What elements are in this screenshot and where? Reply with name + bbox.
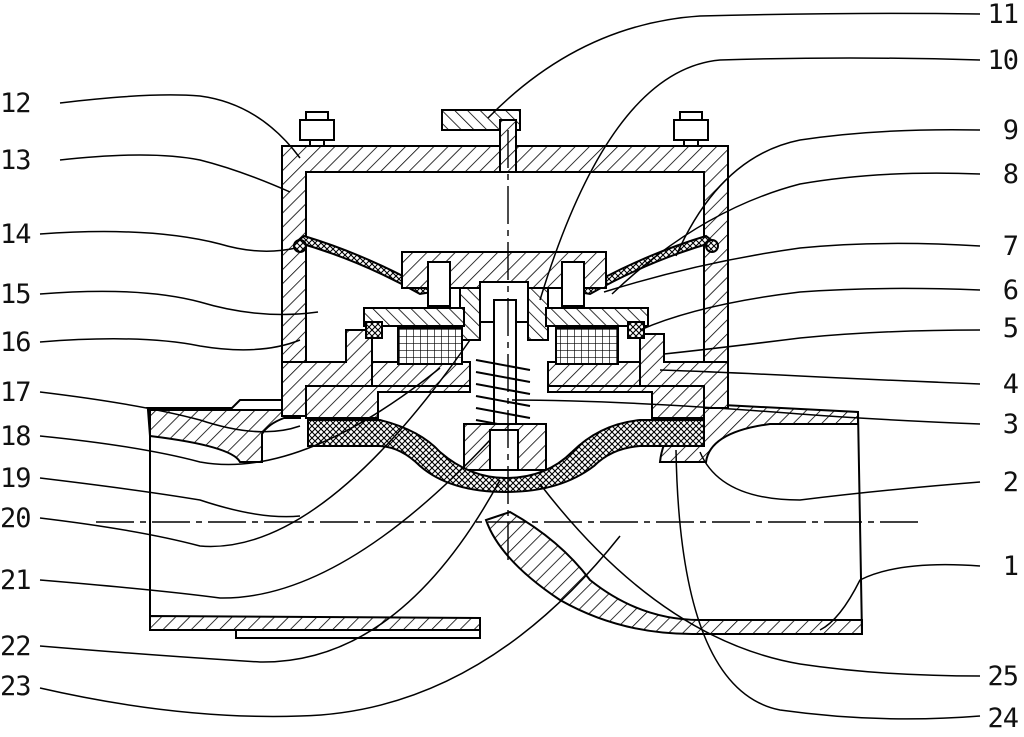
label-12: 12 <box>0 88 32 119</box>
label-16: 16 <box>0 327 32 358</box>
piston-block <box>401 251 607 341</box>
label-19: 19 <box>0 463 32 494</box>
label-5: 5 <box>1002 313 1019 344</box>
diaphragm-lower <box>307 419 705 494</box>
label-22: 22 <box>0 631 32 662</box>
label-7: 7 <box>1002 231 1019 262</box>
label-24: 24 <box>987 703 1019 734</box>
coil-windings <box>363 307 649 365</box>
label-14: 14 <box>0 219 32 250</box>
label-8: 8 <box>1002 159 1019 190</box>
bonnet-housing <box>281 145 729 419</box>
label-25: 25 <box>987 661 1019 692</box>
stem-and-spring <box>463 299 547 471</box>
label-9: 9 <box>1002 115 1019 146</box>
label-21: 21 <box>0 565 32 596</box>
label-15: 15 <box>0 279 32 310</box>
label-13: 13 <box>0 145 32 176</box>
leader-lines <box>39 12 981 720</box>
label-10: 10 <box>987 45 1019 76</box>
bolts <box>299 111 709 146</box>
label-2: 2 <box>1002 467 1019 498</box>
label-20: 20 <box>0 503 32 534</box>
label-1: 1 <box>1002 551 1019 582</box>
label-17: 17 <box>0 377 32 408</box>
label-18: 18 <box>0 421 32 452</box>
label-3: 3 <box>1002 409 1019 440</box>
label-6: 6 <box>1002 275 1019 306</box>
centerlines <box>96 130 924 560</box>
label-4: 4 <box>1002 369 1019 400</box>
label-23: 23 <box>0 671 32 702</box>
label-11: 11 <box>987 0 1019 30</box>
